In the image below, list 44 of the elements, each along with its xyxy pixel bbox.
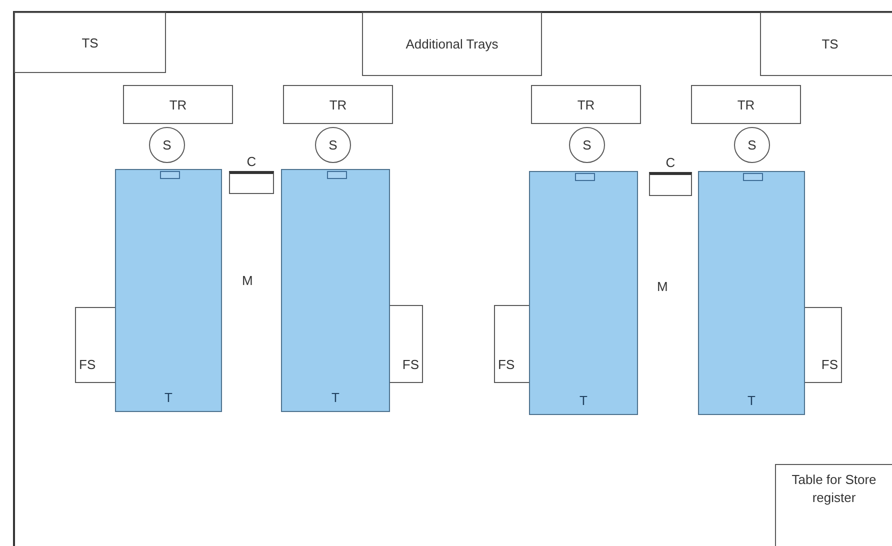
side-table bbox=[14, 12, 166, 73]
side-stand bbox=[75, 307, 117, 383]
box-label: FS bbox=[498, 357, 515, 372]
box-label: C bbox=[246, 154, 256, 169]
tray-table bbox=[531, 85, 641, 124]
seat-circle bbox=[569, 127, 605, 163]
seat-circle bbox=[149, 127, 185, 163]
side-table bbox=[362, 12, 542, 76]
box-label: FS bbox=[402, 357, 419, 372]
box-label: T bbox=[748, 393, 756, 408]
work-table bbox=[115, 169, 222, 412]
register-table bbox=[775, 464, 892, 546]
box-label: S bbox=[582, 138, 592, 152]
box-label: TR bbox=[577, 97, 595, 112]
box-label: TS bbox=[822, 36, 838, 52]
box-label: Additional Trays bbox=[406, 36, 498, 52]
box-label: T bbox=[580, 393, 588, 408]
tray-table bbox=[123, 85, 233, 124]
box-label: FS bbox=[821, 357, 838, 372]
tray-table bbox=[691, 85, 801, 124]
box-label: Table for Store register bbox=[790, 471, 878, 507]
box-label: C bbox=[666, 155, 676, 170]
side-table bbox=[760, 12, 892, 76]
work-table bbox=[698, 171, 805, 415]
box-label: T bbox=[164, 390, 172, 405]
area-label: M bbox=[242, 273, 253, 288]
box-label: TS bbox=[82, 35, 98, 50]
work-table bbox=[281, 169, 390, 412]
side-stand bbox=[388, 305, 423, 383]
box-label: TR bbox=[737, 97, 755, 112]
area-label: M bbox=[657, 279, 668, 294]
box-label: S bbox=[328, 138, 338, 152]
box-label: T bbox=[332, 390, 340, 405]
work-table bbox=[529, 171, 638, 415]
side-stand bbox=[494, 305, 531, 383]
side-stand bbox=[803, 307, 842, 383]
box-label: S bbox=[748, 138, 756, 152]
tray-table bbox=[283, 85, 393, 124]
box-label: S bbox=[162, 138, 172, 152]
box-label: TR bbox=[169, 97, 187, 112]
box-label: FS bbox=[79, 357, 96, 372]
box-label: TR bbox=[329, 97, 347, 112]
seat-circle bbox=[315, 127, 351, 163]
seat-circle bbox=[734, 127, 770, 163]
